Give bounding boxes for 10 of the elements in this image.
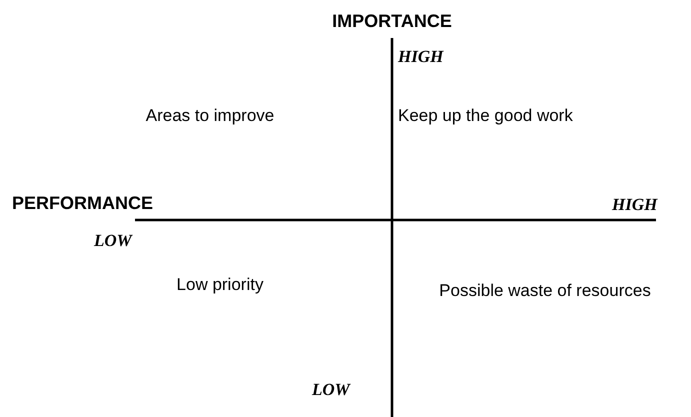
axis-end-label: LOW [94, 230, 134, 252]
axis-end-label: HIGH [398, 46, 445, 68]
axis-title: PERFORMANCE [12, 192, 154, 215]
axis-end-label: LOW [312, 379, 352, 401]
quadrant-label: Areas to improve [144, 105, 276, 127]
quadrant-label: Low priority [176, 274, 264, 296]
quadrant-label: Possible waste of resources [438, 280, 652, 302]
axis-end-label: HIGH [612, 194, 659, 216]
axis-title: IMPORTANCE [331, 10, 453, 33]
quadrant-label: Keep up the good work [398, 105, 574, 127]
